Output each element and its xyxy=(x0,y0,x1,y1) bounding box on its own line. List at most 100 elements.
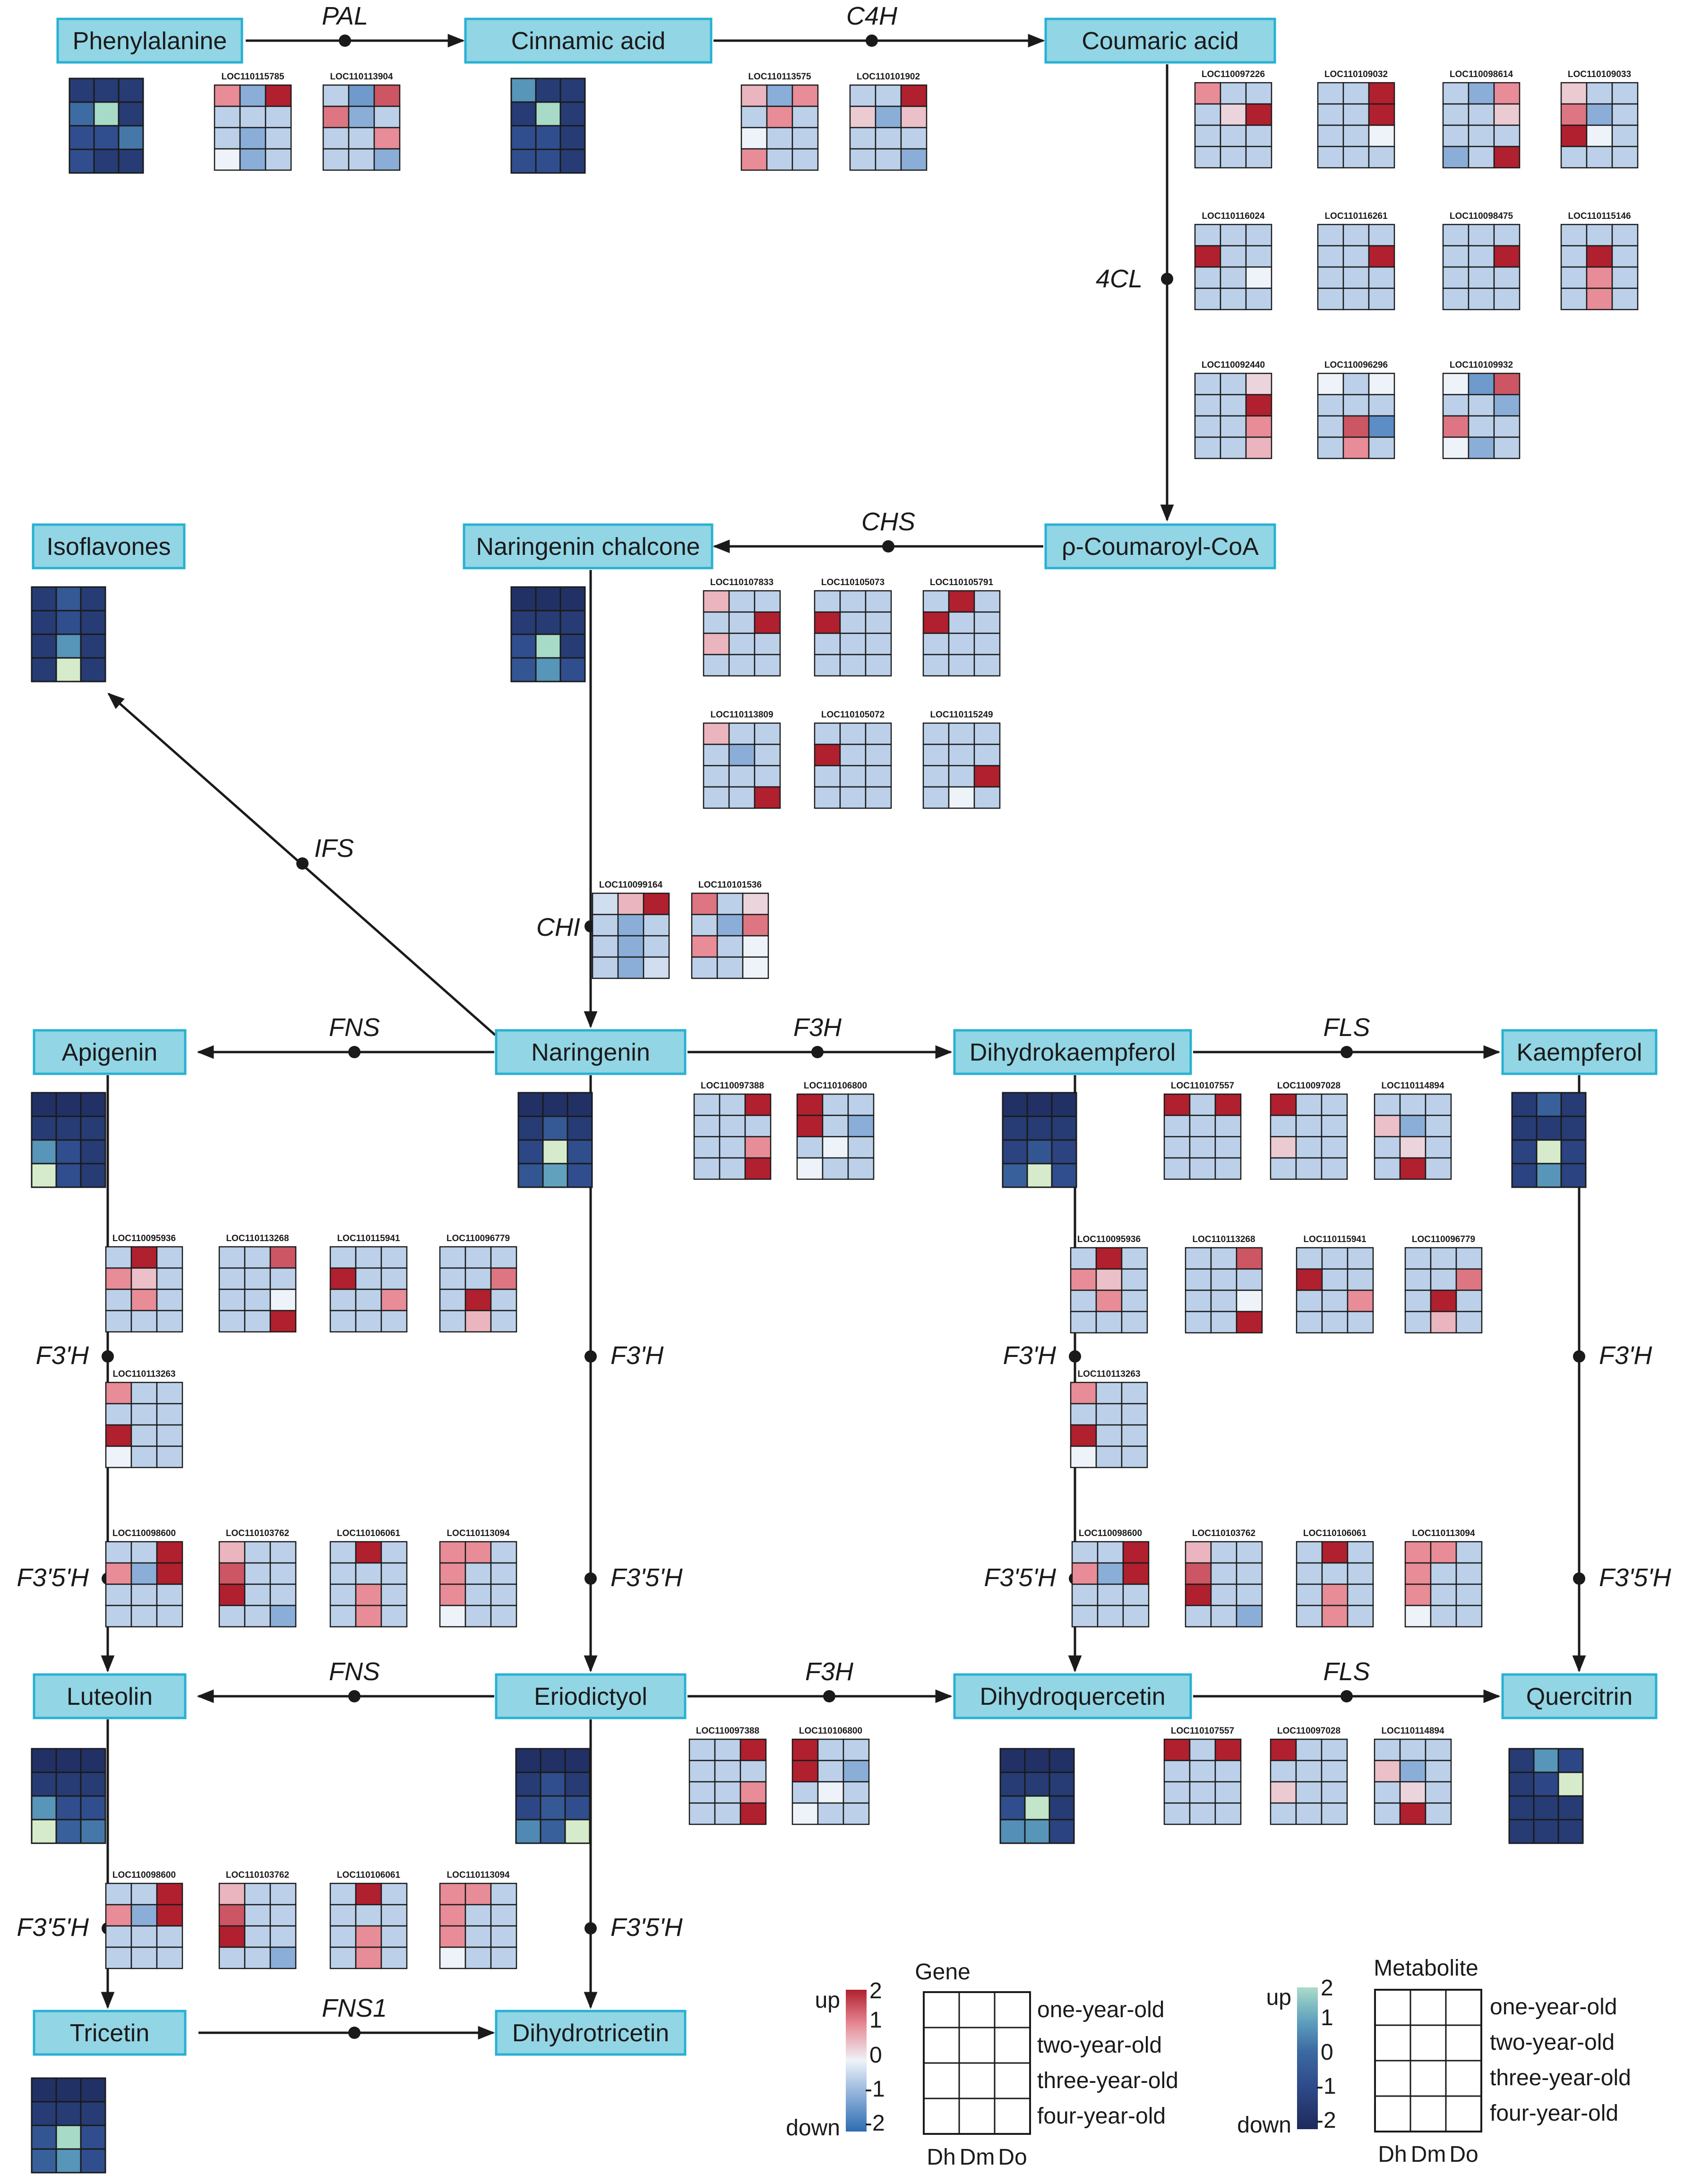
heatmap-cell xyxy=(329,1541,357,1564)
heatmap-cell xyxy=(1442,245,1470,268)
gene-heatmap-loc110097226: LOC110097226 xyxy=(1194,69,1272,169)
heatmap-cell xyxy=(1296,1289,1323,1312)
enzyme-f35h-et: F3'5'H xyxy=(584,1913,683,1942)
metabolite-heatmap-iso xyxy=(31,586,106,682)
gene-id-label: LOC110114894 xyxy=(1381,1081,1444,1091)
heatmap-cell xyxy=(130,1445,158,1468)
heatmap-cell xyxy=(1194,82,1221,105)
heatmap-cell xyxy=(1214,1114,1242,1138)
heatmap-cell xyxy=(814,590,841,613)
enzyme-f3h-k: F3'H xyxy=(1573,1341,1652,1370)
gene-id-label: LOC110115249 xyxy=(930,710,993,720)
heatmap-cell xyxy=(1095,1268,1123,1291)
heatmap-cell xyxy=(1455,1289,1483,1312)
heatmap-cell xyxy=(1317,394,1344,417)
heatmap-cell xyxy=(1404,1289,1432,1312)
heatmap-cell xyxy=(1404,1541,1432,1564)
heatmap-cell xyxy=(754,722,781,745)
gene-id-label: LOC110097028 xyxy=(1277,1081,1341,1091)
heatmap-cell xyxy=(744,1136,772,1159)
heatmap-cell xyxy=(1368,146,1395,169)
gene-heatmap-loc110106800: LOC110106800 xyxy=(796,1081,875,1180)
heatmap-cell xyxy=(490,1583,517,1606)
heatmap-cell xyxy=(1317,224,1344,247)
heatmap-cell xyxy=(1404,1583,1432,1606)
heatmap-cell xyxy=(1455,1562,1483,1585)
heatmap-cell xyxy=(791,1802,819,1825)
metabolite-label: Quercitrin xyxy=(1526,1683,1633,1710)
heatmap-cell xyxy=(1024,1771,1050,1797)
heatmap-cell xyxy=(130,1403,158,1426)
heatmap-cell xyxy=(1374,1802,1401,1825)
heatmap-cell xyxy=(355,1946,382,1969)
heatmap-cell xyxy=(31,1115,57,1141)
gene-id-label: LOC110109932 xyxy=(1450,360,1513,370)
heatmap-cell xyxy=(1071,1541,1099,1564)
heatmap-cell xyxy=(1560,1163,1587,1188)
heatmap-cell xyxy=(1586,245,1613,268)
heatmap-cell xyxy=(1557,1771,1584,1797)
heatmap-cell xyxy=(1220,124,1247,147)
heatmap-cell xyxy=(31,1139,57,1165)
heatmap-cell xyxy=(1536,1092,1562,1117)
heatmap-cell xyxy=(1317,287,1344,311)
metabolite-heatmap-que xyxy=(1508,1748,1584,1844)
heatmap-cell xyxy=(1342,436,1370,459)
heatmap-cell xyxy=(542,1115,568,1141)
metabolite-scale-down-label: down xyxy=(1237,2113,1291,2138)
heatmap-cell xyxy=(922,611,950,634)
metabolite-heatmap-lut xyxy=(31,1748,106,1844)
heatmap-cell xyxy=(839,654,867,677)
heatmap-cell xyxy=(80,2101,106,2126)
heatmap-cell xyxy=(1468,436,1495,459)
enzyme-f35h-lt: F3'5'H xyxy=(17,1913,114,1942)
heatmap-cell xyxy=(1430,1583,1457,1606)
heatmap-cell xyxy=(973,743,1001,767)
heatmap-cell xyxy=(1399,1157,1427,1180)
heatmap-cell xyxy=(439,1904,466,1927)
heatmap-cell xyxy=(693,1093,721,1116)
heatmap-cell xyxy=(269,1288,297,1312)
heatmap-cell xyxy=(1508,1795,1535,1821)
heatmap-cell xyxy=(1430,1311,1457,1334)
heatmap-cell xyxy=(847,1093,875,1116)
heatmap-cell xyxy=(1026,1163,1053,1188)
heatmap-cell xyxy=(754,632,781,656)
heatmap-cell xyxy=(105,1904,132,1927)
metabolite-label: Kaempferol xyxy=(1517,1039,1642,1066)
metabolite-label: Isoflavones xyxy=(46,533,171,561)
heatmap-cell xyxy=(380,1882,408,1906)
metabolite-luteolin: Luteolin xyxy=(33,1673,187,1719)
heatmap-cell xyxy=(1317,82,1344,105)
heatmap-cell xyxy=(1236,1289,1263,1312)
enzyme-label: IFS xyxy=(314,834,354,863)
heatmap-cell xyxy=(1342,224,1370,247)
heatmap-cell xyxy=(1511,1163,1538,1188)
heatmap-cell xyxy=(535,610,561,635)
heatmap-cell xyxy=(1404,1605,1432,1628)
heatmap-cell xyxy=(1508,1748,1535,1773)
heatmap-cell xyxy=(559,148,586,174)
heatmap-cell xyxy=(1493,287,1521,311)
heatmap-cell xyxy=(875,84,902,107)
heatmap-cell xyxy=(1163,1781,1191,1804)
gene-id-label: LOC110103762 xyxy=(1192,1528,1255,1538)
heatmap-cell xyxy=(1121,1268,1148,1291)
metabolite-dihydroquercetin: Dihydroquercetin xyxy=(953,1673,1192,1719)
heatmap-cell xyxy=(1236,1583,1263,1606)
gene-heatmap-loc110106800: LOC110106800 xyxy=(791,1726,870,1825)
heatmap-cell xyxy=(55,2077,82,2103)
heatmap-cell xyxy=(1121,1289,1148,1312)
heatmap-cell xyxy=(1347,1268,1374,1291)
heatmap-cell xyxy=(31,610,57,635)
heatmap-cell xyxy=(1270,1114,1297,1138)
enzyme-label: CHI xyxy=(536,913,580,941)
heatmap-cell xyxy=(1270,1760,1297,1783)
gene-id-label: LOC110097226 xyxy=(1202,69,1265,79)
heatmap-cell xyxy=(490,1288,517,1312)
heatmap-cell xyxy=(973,611,1001,634)
heatmap-cell xyxy=(244,1946,271,1969)
heatmap-cell xyxy=(55,1163,82,1188)
heatmap-cell xyxy=(1611,103,1639,126)
heatmap-cell xyxy=(1560,124,1588,147)
